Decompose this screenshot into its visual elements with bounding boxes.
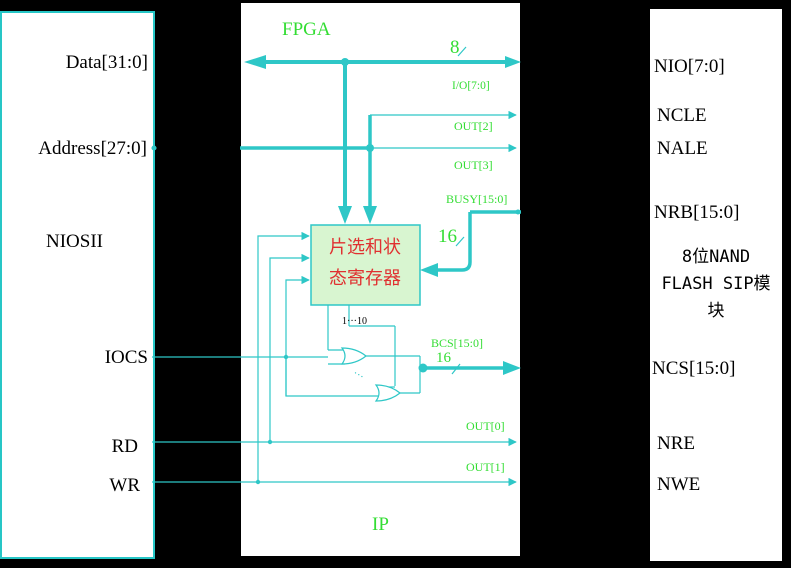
nio-label: NIO[7:0] — [654, 56, 725, 77]
busy-bus — [420, 210, 521, 277]
ncle-label: NCLE — [657, 105, 707, 126]
nale-label: NALE — [657, 138, 708, 159]
ncs-label: NCS[15:0] — [652, 358, 735, 379]
data-bus — [244, 46, 521, 224]
iocs-label: IOCS — [105, 347, 148, 368]
nand-panel — [650, 9, 782, 561]
rd-label: RD — [112, 436, 138, 457]
bcs-label: BCS[15:0] — [431, 336, 483, 350]
busy-label: BUSY[15:0] — [446, 192, 507, 206]
nios-pin-stubs — [151, 145, 521, 215]
address-bus-label: Address[27:0] — [38, 138, 147, 159]
module-title-line2: FLASH SIP模 — [661, 274, 770, 294]
gate-range-label: 1···10 — [342, 316, 367, 327]
nios-name: NIOSII — [46, 231, 103, 252]
module-title-line1: 8位NAND — [682, 247, 750, 267]
register-label-line1: 片选和状 — [329, 237, 401, 258]
register-label-line2: 态寄存器 — [329, 268, 401, 289]
data-bus-label: Data[31:0] — [66, 52, 148, 73]
or-gate-array — [327, 305, 421, 402]
control-lines — [152, 354, 517, 487]
chip-select-status-register — [310, 224, 421, 306]
nrb-label: NRB[15:0] — [654, 202, 740, 223]
module-title-line3: 块 — [708, 301, 725, 321]
fpga-title: FPGA — [282, 19, 331, 40]
io-label: I/O[7:0] — [452, 80, 490, 92]
out3-label: OUT[3] — [454, 158, 493, 172]
out0-label: OUT[0] — [466, 419, 505, 433]
bcs-width: 16 — [436, 350, 452, 366]
nre-label: NRE — [657, 433, 695, 454]
busy-width: 16 — [438, 226, 457, 247]
nwe-label: NWE — [657, 474, 700, 495]
address-bus — [240, 110, 517, 224]
bcs-bus — [418, 361, 521, 375]
out1-label: OUT[1] — [466, 460, 505, 474]
wr-label: WR — [109, 475, 140, 496]
out2-label: OUT[2] — [454, 119, 493, 133]
data-bus-width: 8 — [450, 37, 460, 58]
nios-panel — [0, 11, 155, 559]
ip-label: IP — [372, 514, 389, 535]
gate-ellipsis: ··· — [351, 367, 367, 383]
